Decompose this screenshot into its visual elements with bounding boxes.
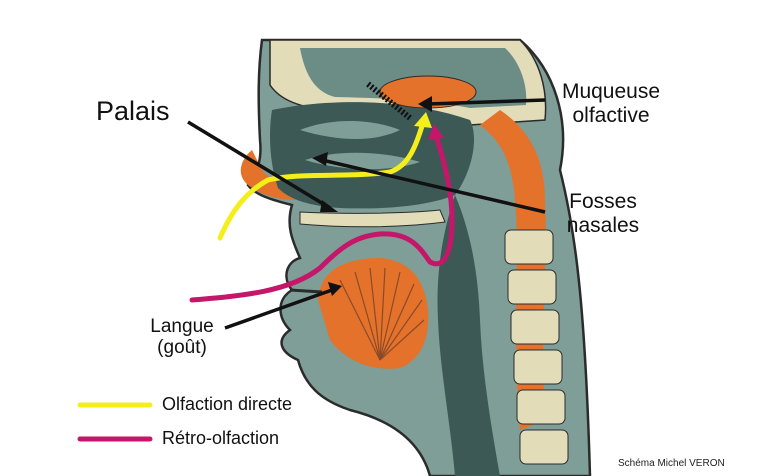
label-fosses-line2: nasales <box>566 213 640 237</box>
label-muqueuse-olfactive: Muqueuse olfactive <box>552 80 670 127</box>
tongue-muscle-fibers <box>339 267 425 361</box>
label-fosses-nasales: Fosses nasales <box>548 190 658 237</box>
pointer-muqueuse-head <box>418 96 432 112</box>
pointer-langue <box>224 288 333 330</box>
legend-label-retro-olfaction: Rétro-olfaction <box>162 428 280 448</box>
yellow-arrow-head <box>414 112 432 128</box>
cribriform-plate <box>366 81 412 121</box>
label-muqueuse-line1: Muqueuse <box>561 80 661 103</box>
label-fosses-line1: Fosses <box>569 190 637 213</box>
mouth-opening <box>289 288 323 294</box>
label-muqueuse-line2: olfactive <box>572 103 650 127</box>
label-langue-line2: (goût) <box>157 337 207 359</box>
credit-text: Schéma Michel VERON <box>618 458 725 469</box>
spine <box>504 229 569 465</box>
label-langue-line1: Langue <box>150 316 214 337</box>
pointer-palais-head <box>320 200 338 212</box>
pointer-langue-head <box>328 282 342 296</box>
pharynx <box>437 195 500 476</box>
legend-label-olfaction-directe: Olfaction directe <box>162 394 293 414</box>
magenta-airflow-path <box>189 133 455 303</box>
pointer-fosses-head <box>312 152 328 166</box>
pointer-palais <box>187 120 331 210</box>
pointer-muqueuse <box>427 98 546 106</box>
label-palais: Palais <box>96 96 170 126</box>
turbinate-2 <box>305 152 420 170</box>
pointer-fosses <box>321 158 546 214</box>
label-langue: Langue (goût) <box>132 316 232 359</box>
palate <box>299 209 446 228</box>
turbinate-1 <box>300 121 400 139</box>
magenta-arrow-head <box>428 124 444 140</box>
yellow-airflow-path <box>217 117 427 241</box>
